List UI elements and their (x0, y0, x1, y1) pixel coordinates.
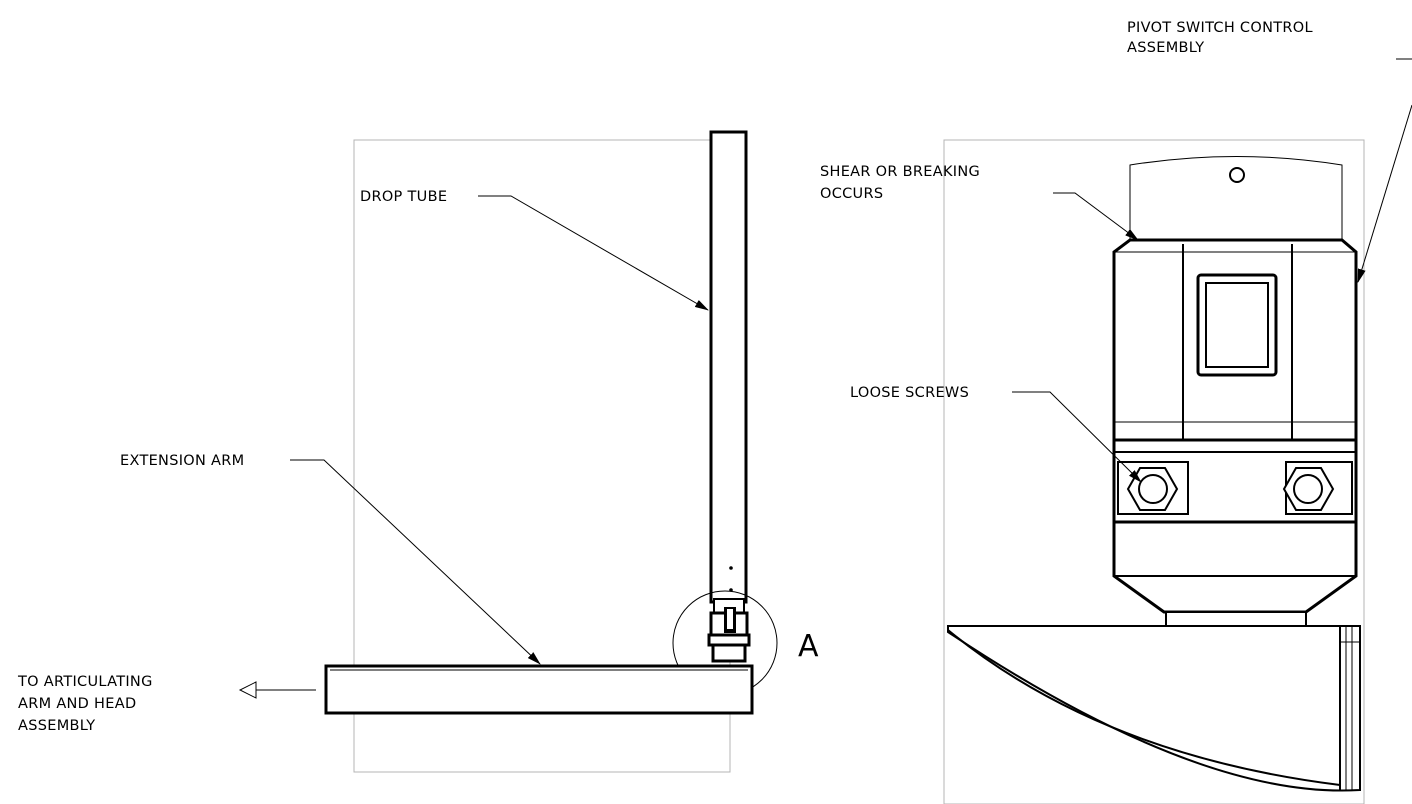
drop-tube-leader (478, 195, 709, 311)
drop-tube-label: DROP TUBE (360, 189, 447, 205)
loose-screws-leader (1012, 391, 1142, 483)
left-view: A DROP TUBE EXTENSION ARM TO ARTICULATIN… (17, 130, 819, 773)
pivot-fitting (707, 598, 751, 663)
loose-screws-label: LOOSE SCREWS (850, 385, 969, 401)
shear-label-line1: SHEAR OR BREAKING (820, 164, 980, 180)
pivot-leader (1357, 104, 1412, 283)
detail-marker-a: A (798, 629, 819, 664)
shear-label-line2: OCCURS (820, 186, 883, 202)
extension-arm-leader (290, 459, 541, 665)
extension-arm-label: EXTENSION ARM (120, 453, 244, 469)
right-view: SHEAR OR BREAKING OCCURS LOOSE SCREWS PI… (820, 20, 1412, 804)
to-articulating-label-line2: ARM AND HEAD (18, 696, 136, 712)
to-articulating-label-line3: ASSEMBLY (18, 718, 95, 734)
drop-tube (709, 130, 748, 604)
top-cap (1129, 156, 1343, 241)
screw-block (1112, 438, 1358, 524)
switch-housing (1112, 238, 1358, 442)
pivot-label-line1: PIVOT SWITCH CONTROL (1127, 20, 1313, 36)
pivot-label-line2: ASSEMBLY (1127, 40, 1204, 56)
open-arrow-left (238, 681, 316, 699)
to-articulating-label-line1: TO ARTICULATING (17, 674, 153, 690)
right-view-frame (943, 139, 1365, 804)
shear-leader (1053, 192, 1139, 241)
right-screw (1282, 461, 1353, 515)
base-bowl (947, 625, 1361, 792)
lower-body (1112, 520, 1358, 627)
extension-arm (324, 664, 754, 715)
